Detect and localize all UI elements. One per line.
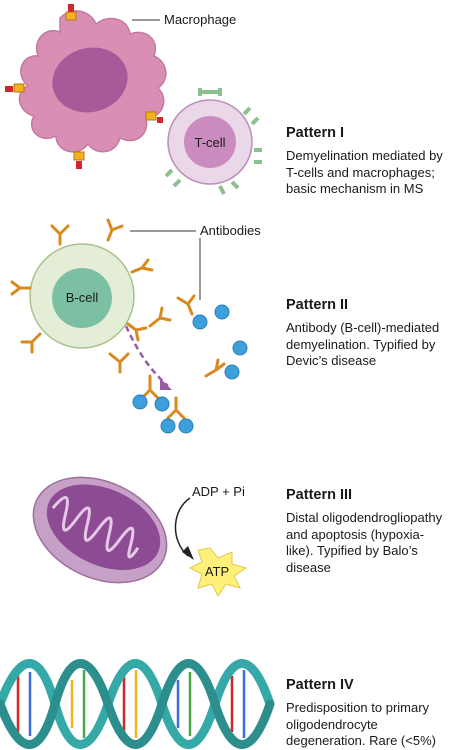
pattern-2-title: Pattern II xyxy=(286,297,349,313)
mitochondrion-icon xyxy=(32,476,168,584)
pattern-1-description: Demyelination mediated by T-cells and ma… xyxy=(286,148,443,196)
adp-label: ADP + Pi xyxy=(192,484,245,499)
dna-illustration xyxy=(0,659,275,749)
antigen-icons xyxy=(132,304,248,434)
antigen-marker-icons xyxy=(5,4,163,169)
pattern-1-panel: Macrophage T-cell Pattern I Demyelinatio… xyxy=(0,0,451,200)
pattern-3-description: Distal oligodendrogliopathy and apoptosi… xyxy=(286,510,443,575)
pattern-2-text: Pattern II Antibody (B-cell)-mediated de… xyxy=(286,296,451,370)
pattern-1-title: Pattern I xyxy=(286,125,345,141)
t-cell-icon xyxy=(167,99,253,185)
t-cell-label: T-cell xyxy=(194,135,225,150)
dna-helix-icon xyxy=(0,659,275,749)
migration-arrow xyxy=(124,325,169,387)
macrophage-label: Macrophage xyxy=(164,12,236,27)
pattern-1-text: Pattern I Demyelination mediated by T-ce… xyxy=(286,124,451,198)
pattern-4-panel: Pattern IV Predisposition to primary oli… xyxy=(0,640,451,750)
macrophage-tcell-illustration: Macrophage T-cell xyxy=(5,4,262,195)
reaction-arrowhead-icon xyxy=(182,546,194,560)
atp-burst-icon xyxy=(188,547,248,597)
b-cell-icon xyxy=(29,243,135,349)
pattern-4-title: Pattern IV xyxy=(286,677,354,693)
bcell-antibody-illustration: Antibodies B-cell xyxy=(10,218,261,434)
pattern-3-title: Pattern III xyxy=(286,487,353,503)
antibodies-label: Antibodies xyxy=(200,223,261,238)
pattern-3-panel: ADP + Pi ATP Pattern III Distal oligoden… xyxy=(0,440,451,620)
migration-arrowhead-icon xyxy=(160,378,172,390)
pattern-4-description: Predisposition to primary oligodendrocyt… xyxy=(286,700,436,748)
macrophage-nucleus xyxy=(52,47,128,113)
antibody-icons xyxy=(10,218,226,420)
b-cell-label: B-cell xyxy=(66,290,99,305)
pattern-3-text: Pattern III Distal oligodendrogliopathy … xyxy=(286,486,451,576)
pattern-2-panel: Antibodies B-cell Pattern II Antibody (B… xyxy=(0,200,451,440)
atp-label: ATP xyxy=(205,564,229,579)
pattern-2-description: Antibody (B-cell)-mediated demyelination… xyxy=(286,320,440,368)
t-cell-receptor-icons xyxy=(164,88,262,195)
mitochondrion-illustration: ADP + Pi ATP xyxy=(32,476,248,597)
pattern-4-text: Pattern IV Predisposition to primary oli… xyxy=(286,676,451,750)
